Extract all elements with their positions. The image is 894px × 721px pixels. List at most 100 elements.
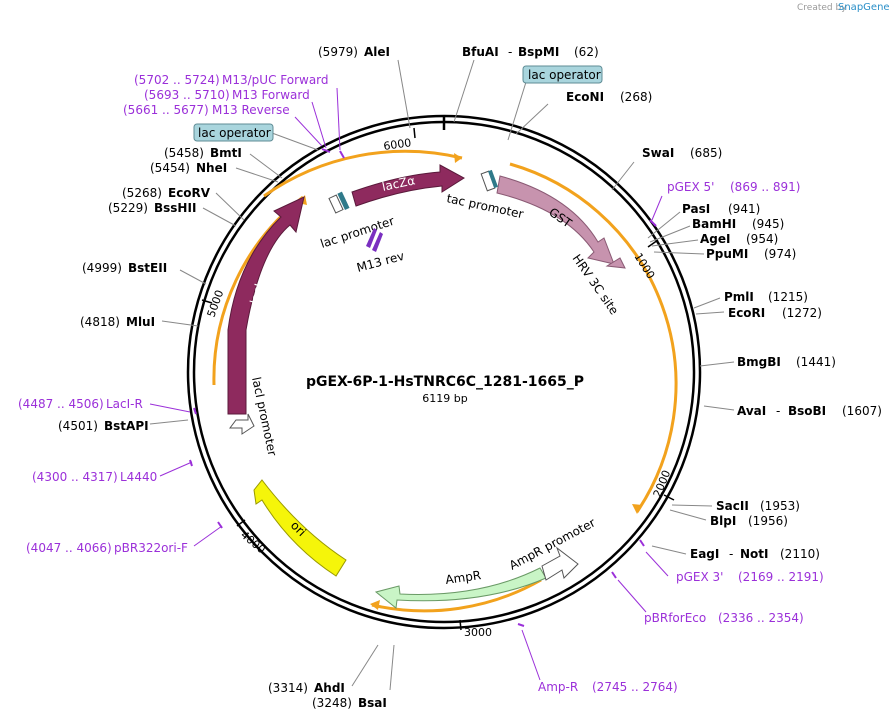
eagi-name[interactable]: EagI	[690, 547, 719, 561]
ppumi-pos: (974)	[764, 247, 796, 261]
bmti-name[interactable]: BmtI	[210, 146, 242, 160]
backbone-outer-ring	[186, 114, 702, 630]
bsshii-name[interactable]: BssHII	[154, 201, 196, 215]
bfuai-pos: (62)	[574, 45, 599, 59]
blpi-name[interactable]: BlpI	[710, 514, 736, 528]
tick-2000	[663, 494, 675, 501]
ahdi-pos: (3314)	[268, 681, 308, 695]
laci-promoter-feature[interactable]	[229, 413, 255, 435]
alei-name[interactable]: AleI	[364, 45, 390, 59]
tick-label-1000: 1000	[631, 251, 657, 282]
m13puc-range: (5702 .. 5724)	[134, 73, 220, 87]
bsteii-name[interactable]: BstEII	[128, 261, 167, 275]
tick-label-6000: 6000	[383, 136, 413, 153]
plasmid-name: pGEX-6P-1-HsTNRC6C_1281-1665_P	[306, 374, 584, 390]
pasi-name[interactable]: PasI	[682, 202, 710, 216]
bsai-pos: (3248)	[312, 696, 352, 710]
ampr-promoter-feature[interactable]	[541, 546, 579, 581]
bfuai-sep: -	[508, 45, 512, 59]
bamhi-name[interactable]: BamHI	[692, 217, 736, 231]
leader-lines	[149, 59, 735, 691]
bsai-name[interactable]: BsaI	[358, 696, 387, 710]
lacza-feature[interactable]	[351, 164, 465, 207]
ecorv-name[interactable]: EcoRV	[168, 186, 211, 200]
ori-feature[interactable]	[253, 479, 347, 577]
swai-name[interactable]: SwaI	[642, 146, 674, 160]
eagi-pos: (2110)	[780, 547, 820, 561]
ampr-primer-range: (2745 .. 2764)	[592, 680, 678, 694]
tick-1000	[647, 239, 659, 248]
ecori-name[interactable]: EcoRI	[728, 306, 765, 320]
bstapi-name[interactable]: BstAPI	[104, 419, 149, 433]
m13rev-range: (5661 .. 5677)	[123, 103, 209, 117]
lac-operator-box-top[interactable]: lac operator	[522, 65, 603, 84]
ampr-feature[interactable]	[374, 567, 547, 609]
pmli-name[interactable]: PmlI	[724, 290, 754, 304]
leader-econi	[515, 103, 549, 135]
laciR-range: (4487 .. 4506)	[18, 397, 104, 411]
noti-name[interactable]: NotI	[740, 547, 769, 561]
tick-6000	[413, 127, 416, 139]
m13-rev-mark-a	[366, 228, 377, 248]
hrv-3c-site-feature[interactable]	[605, 257, 626, 269]
pgex5-range: (869 .. 891)	[730, 180, 800, 194]
pasi-pos: (941)	[728, 202, 760, 216]
orf-arc-gst-head	[632, 504, 642, 514]
bmgbi-name[interactable]: BmgBI	[737, 355, 781, 369]
m13rev-name[interactable]: M13 Reverse	[212, 103, 290, 117]
mlui-name[interactable]: MluI	[126, 315, 155, 329]
lac-operator-left-label: lac operator	[198, 126, 271, 140]
ppumi-name[interactable]: PpuMI	[706, 247, 748, 261]
bamhi-pos: (945)	[752, 217, 784, 231]
agei-pos: (954)	[746, 232, 778, 246]
lac-operator-mark-left	[337, 191, 350, 211]
bsobi-name[interactable]: BsoBI	[788, 404, 826, 418]
lac-operator-top-label: lac operator	[528, 68, 601, 82]
econi-pos: (268)	[620, 90, 652, 104]
agei-name[interactable]: AgeI	[700, 232, 730, 246]
m13-rev-label: M13 rev	[355, 249, 406, 275]
avai-name[interactable]: AvaI	[737, 404, 766, 418]
pgex5-name[interactable]: pGEX 5'	[667, 180, 714, 194]
laci-promoter-label: lacI promoter	[249, 376, 279, 458]
ampr-primer-name[interactable]: Amp-R	[538, 680, 578, 694]
laci-feature[interactable]	[227, 196, 305, 415]
lacza-label: lacZα	[381, 173, 417, 194]
sacii-name[interactable]: SacII	[716, 499, 749, 513]
bsshii-pos: (5229)	[108, 201, 148, 215]
m13fwd-name[interactable]: M13 Forward	[232, 88, 310, 102]
econi-name[interactable]: EcoNI	[566, 90, 604, 104]
l4440-name[interactable]: L4440	[120, 470, 157, 484]
tick-3000	[459, 619, 462, 631]
nhei-name[interactable]: NheI	[196, 161, 227, 175]
orf-arc-lacZ	[263, 149, 463, 198]
primer-leaders	[149, 87, 669, 681]
bspmi-name[interactable]: BspMI	[518, 45, 559, 59]
leader-alei	[397, 59, 411, 129]
laci-label: lacI	[247, 282, 266, 306]
ahdi-name[interactable]: AhdI	[314, 681, 345, 695]
leader-bfuai	[453, 59, 475, 123]
pbr322-name[interactable]: pBR322ori-F	[114, 541, 188, 555]
ecorv-pos: (5268)	[122, 186, 162, 200]
pgex3-range: (2169 .. 2191)	[738, 570, 824, 584]
pgex3-name[interactable]: pGEX 3'	[676, 570, 723, 584]
snapgene-brand: SnapGene	[838, 2, 890, 13]
orf-arc-gst	[509, 162, 678, 513]
laciR-name[interactable]: LacI-R	[106, 397, 143, 411]
m13-rev-mark-b	[372, 232, 383, 252]
lac-promoter-label: lac promoter	[319, 214, 396, 251]
avai-sep: -	[776, 404, 780, 418]
m13puc-name[interactable]: M13/pUC Forward	[222, 73, 329, 87]
lac-promoter-feature[interactable]	[328, 194, 344, 214]
blpi-pos: (1956)	[748, 514, 788, 528]
tick-label-3000: 3000	[464, 626, 492, 639]
ecori-pos: (1272)	[782, 306, 822, 320]
lac-operator-box-left[interactable]: lac operator	[193, 123, 274, 142]
l4440-range: (4300 .. 4317)	[32, 470, 118, 484]
pbr322-range: (4047 .. 4066)	[26, 541, 112, 555]
pbrforeco-name[interactable]: pBRforEco	[644, 611, 706, 625]
avai-pos: (1607)	[842, 404, 882, 418]
bfuai-name[interactable]: BfuAI	[462, 45, 499, 59]
alei-pos: (5979)	[318, 45, 358, 59]
